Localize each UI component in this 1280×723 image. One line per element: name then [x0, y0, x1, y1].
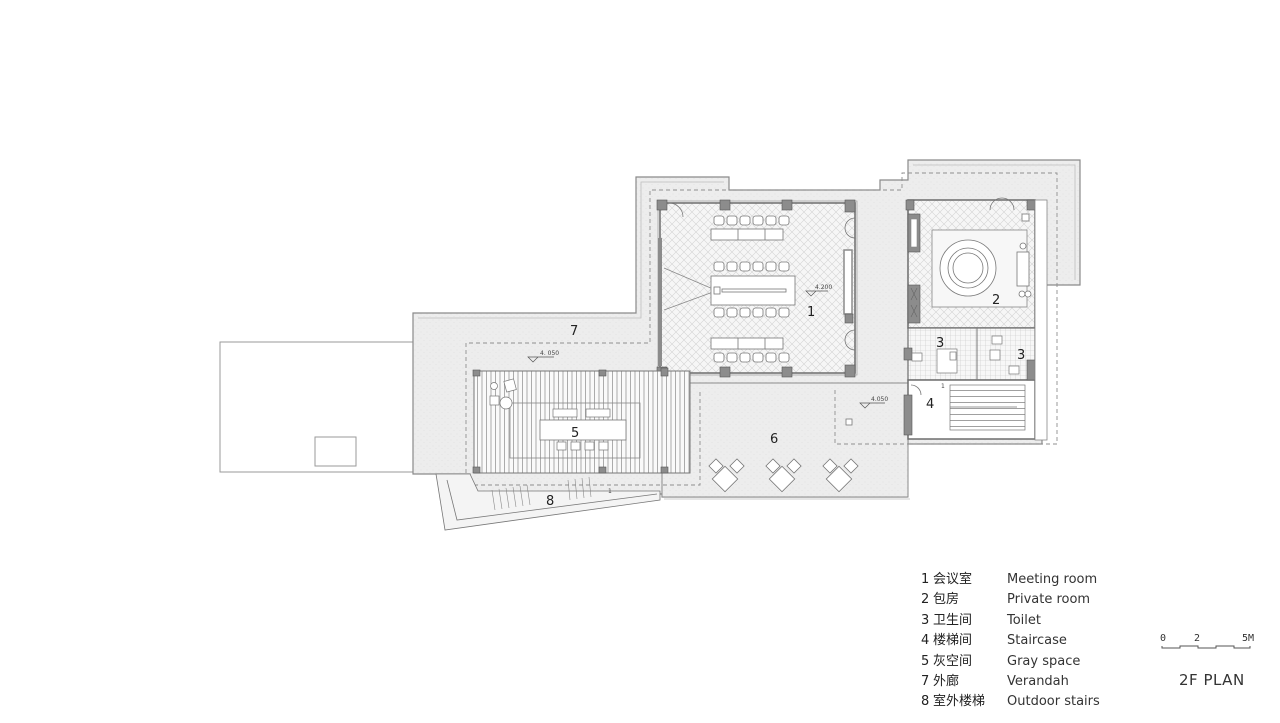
legend-chinese-label: 会议室	[933, 572, 973, 587]
level-mark-meeting-room: 4.200	[815, 284, 832, 291]
room-number-toilet-a: 3	[936, 336, 944, 351]
legend-item: 4 楼梯间 Staircase	[921, 631, 1100, 651]
room-legend: 1 会议室 Meeting room 2 包房 Private room 3 卫…	[921, 570, 1100, 713]
legend-number: 8	[921, 694, 930, 710]
room-number-verandah: 7	[570, 324, 578, 339]
legend-chinese-label: 灰空间	[933, 653, 973, 669]
legend-english-label: Gray space	[1007, 653, 1081, 669]
room-number-private-room: 2	[992, 293, 1000, 308]
scale-tick-2: 2	[1194, 633, 1201, 644]
level-markers	[527, 290, 885, 409]
legend-chinese-label: 外廊	[933, 674, 960, 690]
meeting-room	[656, 199, 858, 378]
room-number-terrace: 6	[770, 432, 778, 447]
legend-english-label: Outdoor stairs	[1007, 694, 1100, 710]
scale-tick-0: 0	[1160, 633, 1167, 644]
room-number-gray-space: 5	[571, 426, 579, 441]
stair-mark-indoor: 1	[941, 383, 945, 390]
legend-english-label: Private room	[1007, 592, 1091, 608]
room-number-toilet-b: 3	[1017, 348, 1025, 363]
legend-number: 1	[921, 572, 930, 587]
scale-bar	[1161, 645, 1251, 649]
stair-mark-outdoor: 1	[608, 488, 612, 495]
legend-english-label: Staircase	[1007, 633, 1067, 649]
legend-number: 5	[921, 653, 930, 669]
legend-item: 8 室外楼梯 Outdoor stairs	[921, 692, 1100, 712]
legend-number: 3	[921, 612, 930, 628]
legend-english-label: Toilet	[1007, 612, 1042, 628]
room-number-staircase: 4	[926, 397, 934, 412]
legend-chinese-label: 室外楼梯	[933, 694, 986, 710]
roof-overhang-dashed	[465, 172, 1058, 487]
legend-item: 1 会议室 Meeting room	[921, 570, 1100, 590]
adjacent-building-outline	[219, 341, 437, 473]
legend-item: 7 外廊 Verandah	[921, 672, 1100, 692]
legend-item: 2 包房 Private room	[921, 590, 1100, 610]
legend-item: 5 灰空间 Gray space	[921, 652, 1100, 672]
legend-number: 2	[921, 592, 930, 608]
legend-number: 7	[921, 674, 930, 690]
level-mark-verandah: 4. 050	[540, 350, 559, 357]
legend-english-label: Verandah	[1007, 674, 1069, 690]
level-mark-terrace: 4.050	[871, 396, 888, 403]
service-block	[903, 197, 1048, 441]
legend-chinese-label: 包房	[933, 592, 960, 608]
gray-space-deck	[472, 367, 691, 474]
legend-chinese-label: 卫生间	[933, 612, 973, 628]
legend-chinese-label: 楼梯间	[933, 633, 973, 649]
outdoor-stairs	[435, 473, 661, 531]
legend-english-label: Meeting room	[1007, 572, 1098, 587]
room-number-meeting-room: 1	[807, 305, 815, 320]
plan-title: 2F PLAN	[1179, 671, 1245, 689]
room-number-outdoor-stairs: 8	[546, 494, 554, 509]
terrace-furniture	[708, 418, 859, 493]
legend-number: 4	[921, 633, 930, 649]
legend-item: 3 卫生间 Toilet	[921, 611, 1100, 631]
scale-tick-5m: 5M	[1242, 633, 1255, 644]
